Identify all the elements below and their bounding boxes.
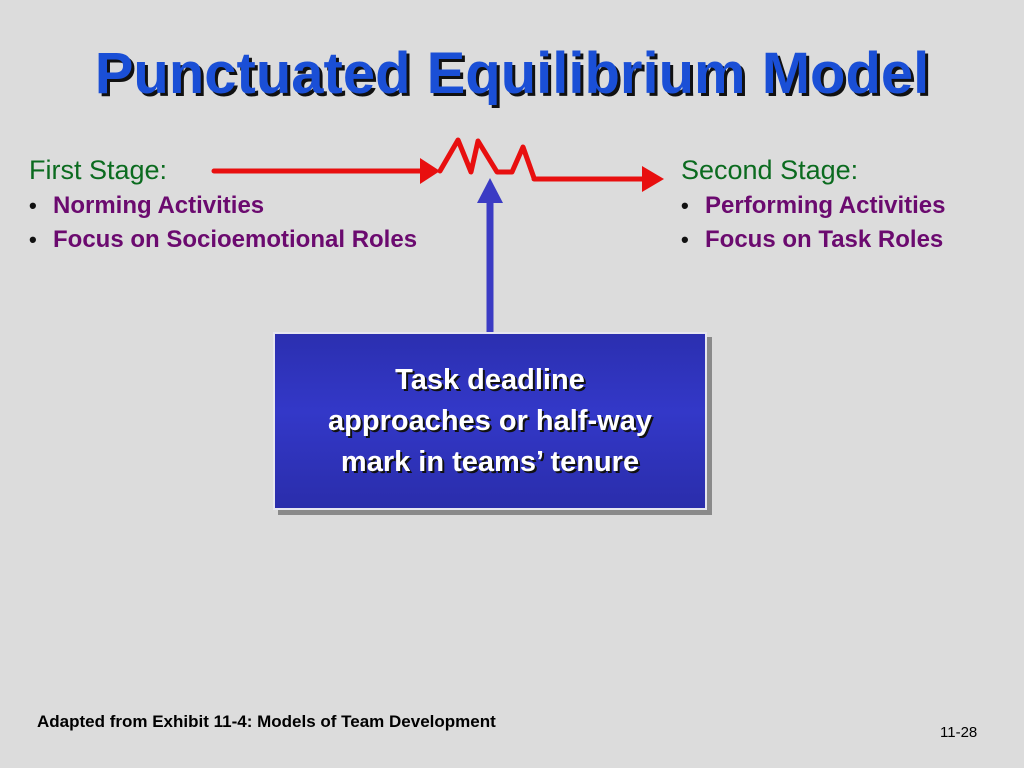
- first-stage-bullet-list: • Norming Activities • Focus on Socioemoti…: [29, 189, 417, 257]
- second-stage-bullet: • Performing Activities: [681, 189, 946, 223]
- trigger-line-3: mark in teams’ tenure: [340, 445, 640, 478]
- first-stage-bullet: • Norming Activities: [29, 189, 417, 223]
- slide-number: 11-28: [940, 724, 978, 741]
- bullet-dot-icon: •: [29, 193, 37, 218]
- second-stage-bullet-list: • Performing Activities • Focus on Task Ro…: [681, 189, 946, 257]
- disruption-zigzag-icon: [437, 137, 537, 181]
- second-stage-bullet-text: Performing Activities: [705, 192, 946, 219]
- second-stage-arrow-icon: [531, 166, 664, 192]
- second-stage-bullet: • Focus on Task Roles: [681, 223, 946, 257]
- slide-title: Punctuated Equilibrium Model: [94, 41, 930, 106]
- first-stage-bullet-text: Norming Activities: [53, 192, 265, 219]
- bullet-dot-icon: •: [681, 193, 689, 218]
- trigger-box-text: Task deadline approaches or half-way mar…: [290, 360, 690, 483]
- second-stage-heading: Second Stage:: [681, 155, 859, 185]
- trigger-box: Task deadline approaches or half-way mar…: [273, 332, 707, 510]
- trigger-line-1: Task deadline: [395, 363, 585, 396]
- trigger-up-arrow-icon: [477, 178, 503, 332]
- first-stage-bullet: • Focus on Socioemotional Roles: [29, 223, 417, 257]
- first-stage-arrow-icon: [211, 158, 440, 184]
- bullet-dot-icon: •: [681, 227, 689, 252]
- source-footnote: Adapted from Exhibit 11-4: Models of Tea…: [37, 712, 496, 731]
- first-stage-bullet-text: Focus on Socioemotional Roles: [53, 226, 418, 253]
- first-stage-heading: First Stage:: [29, 155, 168, 185]
- second-stage-bullet-text: Focus on Task Roles: [705, 226, 944, 253]
- bullet-dot-icon: •: [29, 227, 37, 252]
- trigger-line-2: approaches or half-way: [328, 404, 652, 437]
